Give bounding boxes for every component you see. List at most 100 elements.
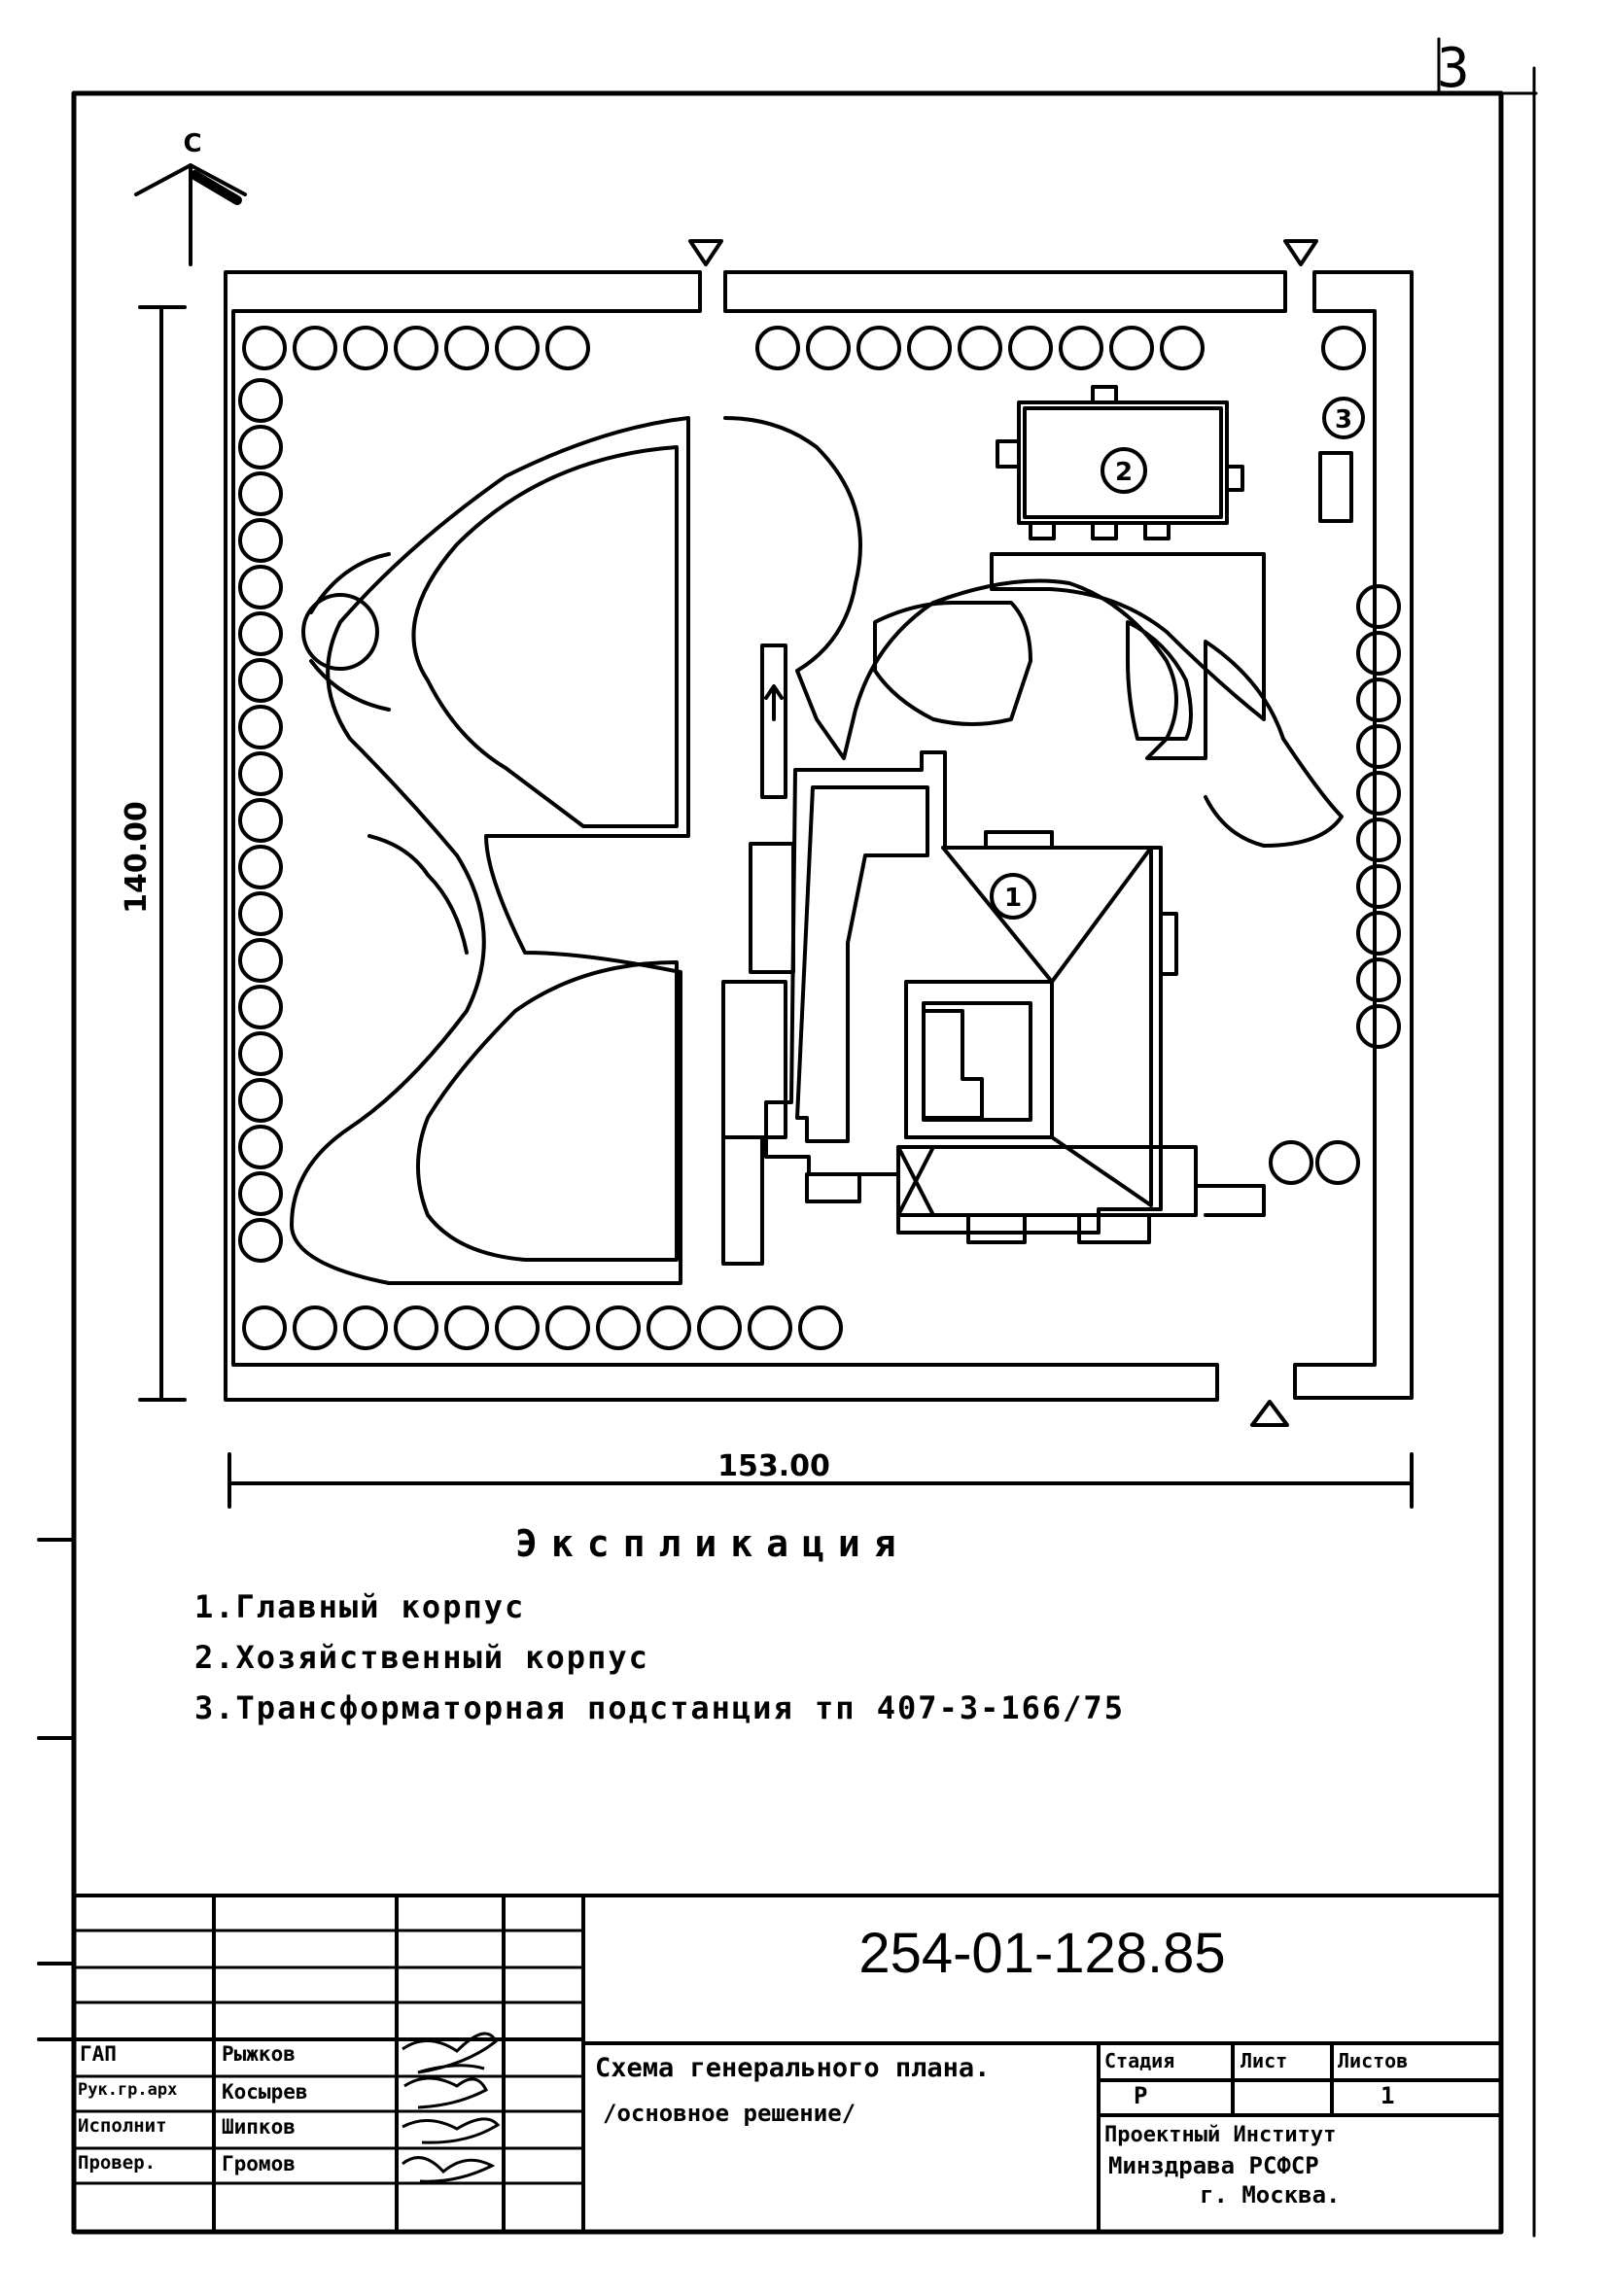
tree-icon <box>444 1305 489 1350</box>
org-line-2: Минздрава РСФСР <box>1108 2152 1319 2179</box>
left-park-paths <box>290 416 690 1285</box>
tree-icon <box>1356 584 1401 629</box>
tree-icon <box>697 1305 742 1350</box>
right-courtyard-paths <box>723 416 1344 848</box>
person-name: Рыжков <box>222 2042 296 2066</box>
tree-icon <box>1059 326 1103 370</box>
height-dimension-line <box>138 305 187 1402</box>
tree-icon <box>1356 911 1401 956</box>
tree-icon <box>1356 1004 1401 1049</box>
tree-icon <box>1356 724 1401 769</box>
entrance-marker-bottom <box>1250 1400 1289 1427</box>
tree-icon <box>293 1305 337 1350</box>
stage-header: Стадия <box>1104 2049 1175 2072</box>
tree-icon <box>394 1305 438 1350</box>
sheets-header: Листов <box>1338 2049 1409 2072</box>
building-3-marker <box>1322 397 1365 439</box>
entrance-marker-top-right <box>1283 239 1318 266</box>
tree-icon <box>755 326 800 370</box>
tree-icon <box>238 891 283 936</box>
tree-icon <box>343 326 388 370</box>
person-name: Косырев <box>222 2080 308 2104</box>
tree-icon <box>238 751 283 796</box>
person-name: Шипков <box>222 2115 296 2139</box>
tree-icon <box>596 1305 641 1350</box>
tree-icon <box>238 425 283 470</box>
north-arrow <box>134 163 247 266</box>
role-label: Рук.гр.арх <box>78 2080 178 2100</box>
building-1-marker <box>990 873 1036 920</box>
person-name: Громов <box>222 2152 296 2175</box>
stage-value: Р <box>1134 2082 1148 2109</box>
tree-icon <box>238 565 283 609</box>
page-number: 3 <box>1437 37 1470 100</box>
tree-icon <box>238 705 283 749</box>
tree-icon <box>1269 1140 1313 1185</box>
tree-icon <box>1356 631 1401 676</box>
tree-icon <box>394 326 438 370</box>
tree-icon <box>1356 678 1401 722</box>
drawing-title-line2: /основное решение/ <box>603 2100 856 2127</box>
tree-icon <box>907 326 952 370</box>
building-2-outline <box>996 385 1244 540</box>
org-line-3: г. Москва. <box>1200 2181 1341 2209</box>
tree-icon <box>1109 326 1154 370</box>
tree-icon <box>1356 818 1401 862</box>
tree-icon <box>798 1305 843 1350</box>
tree-icon <box>1315 1140 1360 1185</box>
tree-icon <box>242 1305 287 1350</box>
tree-icon <box>545 1305 590 1350</box>
entrance-marker-top-left <box>688 239 723 266</box>
building-1-outline <box>721 644 1266 1266</box>
building-1-label: 1 <box>1004 884 1022 913</box>
tree-icon <box>856 326 901 370</box>
width-dimension-value: 153.00 <box>717 1449 830 1483</box>
north-label: С <box>183 129 201 158</box>
legend-item: 1.Главный корпус <box>194 1588 526 1625</box>
sheets-value: 1 <box>1381 2082 1395 2109</box>
sheet-header: Лист <box>1241 2049 1288 2072</box>
tree-icon <box>1356 957 1401 1002</box>
tree-icon <box>1356 864 1401 909</box>
role-label: ГАП <box>80 2042 117 2066</box>
tree-icon <box>242 326 287 370</box>
tree-icon <box>238 1078 283 1123</box>
drawing-title-line1: Схема генерального плана. <box>595 2053 991 2083</box>
org-line-1: Проектный Институт <box>1104 2123 1337 2147</box>
tree-icon <box>238 1171 283 1216</box>
tree-icon <box>293 326 337 370</box>
tree-icon <box>1321 326 1366 370</box>
tree-icon <box>545 326 590 370</box>
drawing-code: 254-01-128.85 <box>858 1922 1226 1985</box>
tree-icon <box>238 798 283 843</box>
tree-icon <box>238 1031 283 1076</box>
title-block-grid <box>37 1894 1503 2234</box>
building-2-marker <box>1101 447 1147 494</box>
tree-icon <box>238 471 283 516</box>
tree-row <box>238 326 1401 1350</box>
tree-icon <box>238 378 283 423</box>
building-3-label: 3 <box>1335 405 1352 435</box>
tree-icon <box>238 845 283 889</box>
tree-icon <box>748 1305 792 1350</box>
site-boundary <box>224 239 1414 1427</box>
tree-icon <box>238 1218 283 1263</box>
tree-icon <box>238 611 283 656</box>
tree-icon <box>238 985 283 1029</box>
building-3-outline <box>1318 451 1353 523</box>
width-dimension-line <box>227 1452 1414 1509</box>
tree-icon <box>444 326 489 370</box>
tree-icon <box>238 518 283 563</box>
tree-icon <box>1160 326 1205 370</box>
tree-icon <box>238 658 283 703</box>
legend-item: 3.Трансформаторная подстанция тп 407-3-1… <box>194 1689 1125 1726</box>
tree-icon <box>238 1125 283 1169</box>
legend-item: 2.Хозяйственный корпус <box>194 1639 649 1676</box>
tree-icon <box>1356 771 1401 816</box>
signature-marks <box>402 2032 501 2183</box>
tree-icon <box>343 1305 388 1350</box>
tree-icon <box>1008 326 1053 370</box>
building-2-label: 2 <box>1115 458 1133 487</box>
tree-icon <box>806 326 851 370</box>
